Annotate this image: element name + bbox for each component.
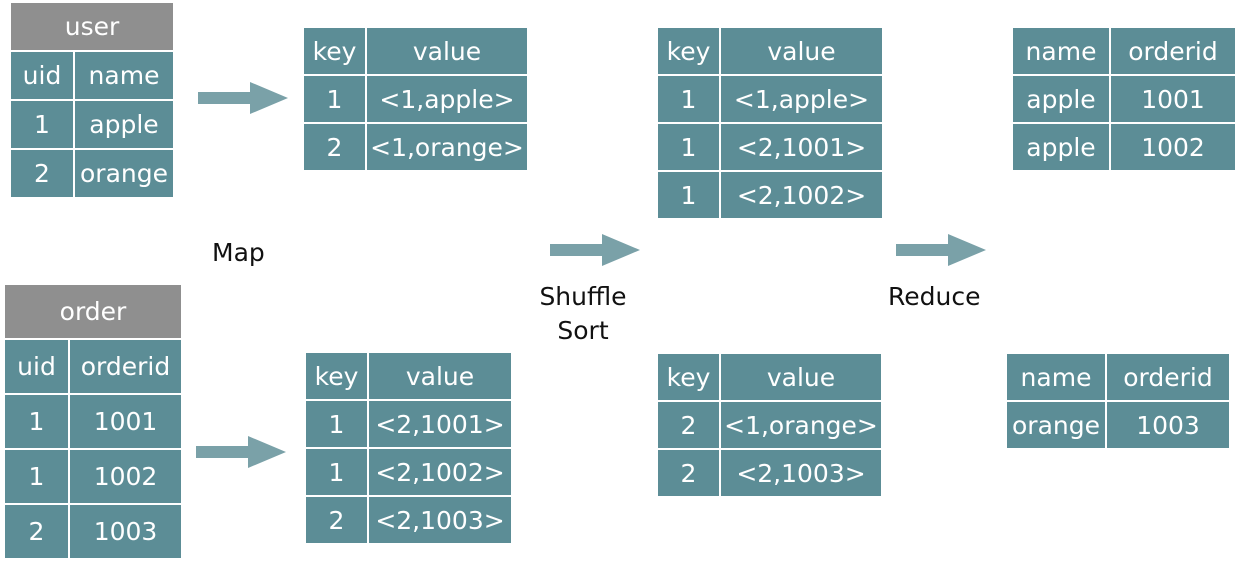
reduce1-header-orderid: orderid — [1111, 28, 1235, 74]
user-cell: 2 — [11, 150, 73, 197]
map-user-header-key: key — [304, 28, 365, 74]
map-user-cell: 2 — [304, 124, 365, 170]
map-order-cell: 2 — [306, 497, 367, 543]
shuffle2-cell: <2,1003> — [721, 450, 881, 496]
shuffle1-cell: <2,1001> — [721, 124, 882, 170]
arrow-shuffle-icon — [550, 234, 640, 266]
reduce-label: Reduce — [888, 282, 981, 311]
shuffle1-header-key: key — [658, 28, 719, 74]
map-order-header-value: value — [369, 353, 511, 399]
reduce1-cell: 1001 — [1111, 76, 1235, 122]
shuffle1-header-value: value — [721, 28, 882, 74]
user-cell: 1 — [11, 101, 73, 148]
shuffle1-cell: <2,1002> — [721, 172, 882, 218]
shuffle1-cell: 1 — [658, 172, 719, 218]
map-order-cell: <2,1002> — [369, 449, 511, 495]
arrow-order-to-map-icon — [196, 436, 286, 468]
reduce1-cell: apple — [1013, 124, 1109, 170]
map-user-cell: <1,apple> — [367, 76, 527, 122]
shuffle1-cell: <1,apple> — [721, 76, 882, 122]
order-table-caption: order — [5, 285, 181, 338]
user-header-uid: uid — [11, 52, 73, 99]
arrow-user-to-map-icon — [198, 82, 288, 114]
shuffle1-cell: 1 — [658, 76, 719, 122]
user-cell: apple — [75, 101, 173, 148]
reduce2-header-orderid: orderid — [1107, 354, 1229, 400]
reduce1-cell: 1002 — [1111, 124, 1235, 170]
map-order-cell: <2,1003> — [369, 497, 511, 543]
map-order-cell: 1 — [306, 449, 367, 495]
map-order-header-key: key — [306, 353, 367, 399]
order-header-orderid: orderid — [70, 340, 181, 393]
reduce2-cell: orange — [1007, 402, 1105, 448]
shuffle-sort-label: Shuffle Sort — [536, 280, 630, 348]
reduce2-cell: 1003 — [1107, 402, 1229, 448]
shuffle2-header-key: key — [658, 354, 719, 400]
user-table-caption: user — [11, 3, 173, 50]
shuffle2-cell: 2 — [658, 402, 719, 448]
arrow-reduce-icon — [896, 234, 986, 266]
order-cell: 1001 — [70, 395, 181, 448]
map-user-cell: 1 — [304, 76, 365, 122]
user-cell: orange — [75, 150, 173, 197]
map-label: Map — [212, 238, 265, 267]
shuffle2-cell: <1,orange> — [721, 402, 881, 448]
map-order-cell: 1 — [306, 401, 367, 447]
reduce1-cell: apple — [1013, 76, 1109, 122]
order-cell: 2 — [5, 505, 68, 558]
sort-label: Sort — [557, 315, 609, 345]
order-cell: 1 — [5, 395, 68, 448]
shuffle-label: Shuffle — [539, 282, 627, 311]
shuffle2-cell: 2 — [658, 450, 719, 496]
map-user-cell: <1,orange> — [367, 124, 527, 170]
order-cell: 1 — [5, 450, 68, 503]
user-header-name: name — [75, 52, 173, 99]
reduce2-header-name: name — [1007, 354, 1105, 400]
map-order-cell: <2,1001> — [369, 401, 511, 447]
shuffle1-cell: 1 — [658, 124, 719, 170]
order-header-uid: uid — [5, 340, 68, 393]
order-cell: 1002 — [70, 450, 181, 503]
shuffle2-header-value: value — [721, 354, 881, 400]
order-cell: 1003 — [70, 505, 181, 558]
map-user-header-value: value — [367, 28, 527, 74]
reduce1-header-name: name — [1013, 28, 1109, 74]
